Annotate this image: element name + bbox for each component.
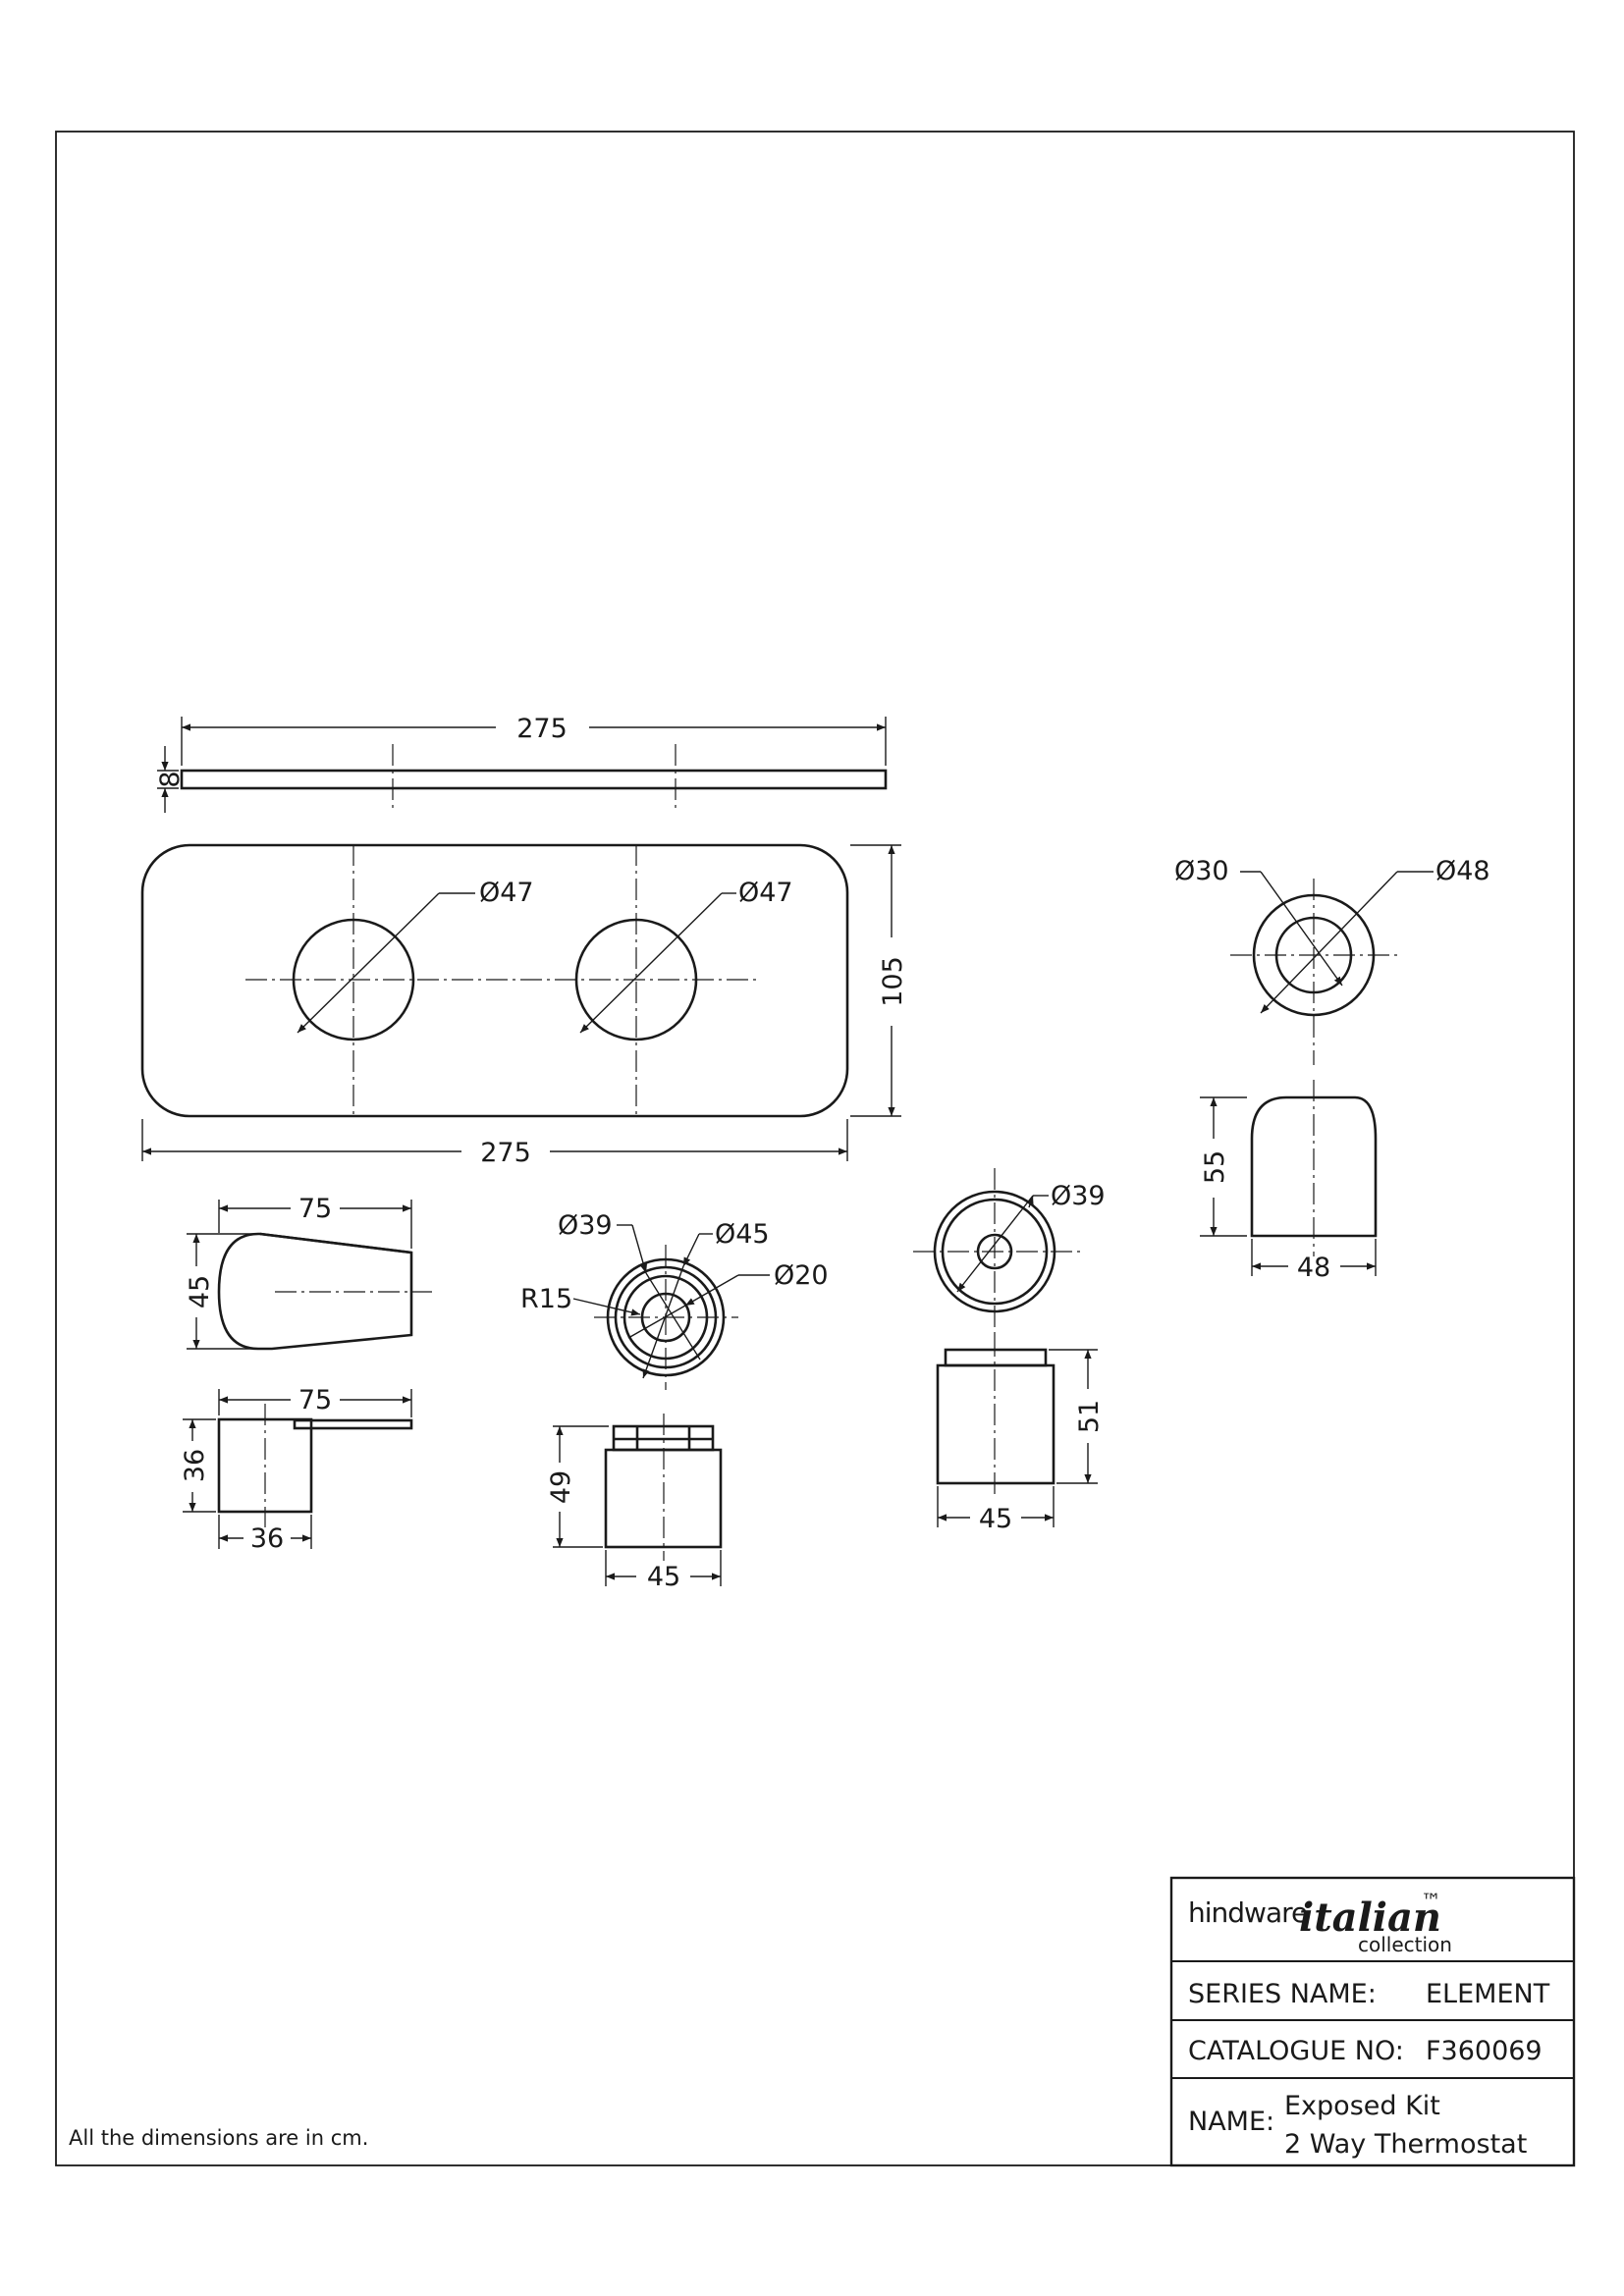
dim-lever-height: 45 (185, 1275, 215, 1308)
series-name-label: SERIES NAME: (1188, 1979, 1377, 2009)
dim-cap-width: 48 (1297, 1253, 1330, 1283)
catalogue-no-label: CATALOGUE NO: (1188, 2036, 1404, 2066)
dim-plate-height: 105 (878, 956, 908, 1007)
plate-front-view: Ø47 Ø47 105 275 (140, 843, 908, 1168)
dim-knob-r15: R15 (520, 1284, 572, 1314)
collar-side-view: 51 45 (936, 1335, 1105, 1534)
plate-bore-1 (292, 918, 415, 1041)
sheet-border (55, 131, 1575, 2166)
dim-lever-side-width: 36 (250, 1523, 284, 1554)
series-name-value: ELEMENT (1426, 1979, 1550, 2009)
cap-views: Ø30 Ø48 55 48 (1174, 856, 1490, 1283)
dim-plate-top-width: 275 (516, 714, 568, 744)
plate-edge-outline (180, 769, 888, 790)
dim-cap-inner: Ø30 (1174, 856, 1229, 886)
collar-body-outline (936, 1363, 1056, 1485)
title-block: hindware italian ™ collection SERIES NAM… (1169, 1876, 1576, 2167)
knob-side-view: 49 45 (546, 1414, 723, 1592)
product-name-line2: 2 Way Thermostat (1284, 2129, 1527, 2160)
product-name-label: NAME: (1188, 2107, 1274, 2137)
dim-lever-side-length: 75 (298, 1385, 332, 1415)
lever-plan-view: 75 45 (185, 1194, 432, 1351)
lever-side-view: 75 36 36 (180, 1385, 413, 1554)
dim-knob-d39: Ø39 (558, 1210, 613, 1241)
collar-plan-view: Ø39 (913, 1168, 1106, 1335)
catalogue-no-value: F360069 (1426, 2036, 1543, 2066)
dim-plate-bore-1: Ø47 (479, 878, 534, 908)
dimensions-footnote: All the dimensions are in cm. (69, 2126, 368, 2150)
dim-lever-side-height: 36 (180, 1449, 210, 1482)
dim-plate-bore-2: Ø47 (738, 878, 793, 908)
cap-side-outline (1250, 1095, 1378, 1238)
plate-bore-2 (574, 918, 698, 1041)
plate-top-view: 275 8 (155, 714, 888, 813)
dim-plate-bottom-width: 275 (480, 1138, 531, 1168)
brand-script: italian (1299, 1895, 1441, 1941)
brand-main: hindware (1188, 1896, 1307, 1929)
dim-collar-width: 45 (979, 1504, 1012, 1534)
plate-outline (140, 843, 849, 1118)
dim-cap-height: 55 (1200, 1150, 1230, 1184)
dim-knob-d45: Ø45 (715, 1219, 770, 1250)
brand-sub: collection (1358, 1933, 1452, 1956)
dim-lever-length: 75 (298, 1194, 332, 1224)
dim-knob-d20: Ø20 (774, 1260, 829, 1291)
brand-trademark: ™ (1421, 1890, 1441, 1913)
lever-outline (217, 1232, 413, 1351)
dim-cap-outer: Ø48 (1435, 856, 1490, 886)
dim-plate-thickness: 8 (155, 771, 186, 787)
title-block-frame (1169, 1876, 1576, 2167)
dim-collar-d39: Ø39 (1051, 1181, 1106, 1211)
dim-collar-height: 51 (1074, 1400, 1105, 1433)
product-name-line1: Exposed Kit (1284, 2091, 1440, 2121)
dim-knob-height: 49 (546, 1470, 576, 1504)
collar-lip-outline (944, 1348, 1048, 1367)
dim-knob-width: 45 (647, 1562, 680, 1592)
lever-handle-outline (293, 1418, 413, 1430)
knob-plan-view: Ø39 Ø45 Ø20 R15 (520, 1210, 829, 1390)
brand-logo: hindware italian ™ collection (1188, 1890, 1452, 1956)
